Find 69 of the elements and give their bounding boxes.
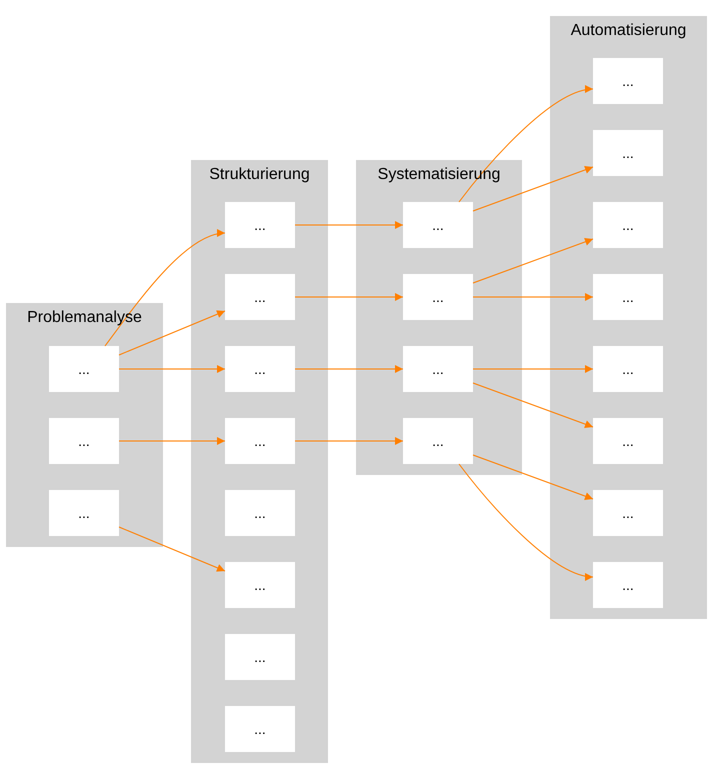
arrow	[118, 437, 226, 445]
box-label: ...	[254, 649, 266, 665]
process-box	[225, 274, 295, 320]
arrow	[294, 221, 404, 229]
group-title: Automatisierung	[570, 22, 688, 40]
arrow	[472, 365, 594, 373]
arrow	[294, 293, 404, 301]
process-box	[403, 418, 473, 464]
process-box	[49, 346, 119, 392]
box-label: ...	[254, 433, 266, 449]
arrow	[472, 454, 594, 500]
box-label: ...	[254, 217, 266, 233]
arrow	[104, 230, 226, 346]
process-box	[49, 490, 119, 536]
process-box	[225, 490, 295, 536]
box-label: ...	[622, 145, 634, 161]
box-label: ...	[622, 433, 634, 449]
box-label: ...	[254, 721, 266, 737]
box-label: ...	[622, 289, 634, 305]
process-box	[225, 706, 295, 752]
box-label: ...	[254, 505, 266, 521]
process-box	[225, 562, 295, 608]
box-label: ...	[432, 289, 444, 305]
box-label: ...	[78, 433, 90, 449]
arrow	[294, 365, 404, 373]
box-label: ...	[432, 217, 444, 233]
arrow	[118, 365, 226, 373]
arrow	[294, 437, 404, 445]
arrow	[458, 86, 594, 202]
box-label: ...	[622, 217, 634, 233]
group-panel	[356, 160, 522, 475]
group-panel	[6, 303, 163, 547]
process-box	[225, 346, 295, 392]
process-box	[593, 274, 663, 320]
arrow	[472, 382, 594, 428]
box-label: ...	[254, 577, 266, 593]
process-box	[593, 418, 663, 464]
process-box	[403, 346, 473, 392]
box-label: ...	[622, 505, 634, 521]
process-box	[403, 274, 473, 320]
process-box	[593, 202, 663, 248]
box-label: ...	[622, 577, 634, 593]
box-label: ...	[622, 73, 634, 89]
process-box	[593, 490, 663, 536]
group-panel	[191, 160, 328, 763]
arrow	[118, 526, 226, 572]
box-label: ...	[432, 361, 444, 377]
arrow	[118, 310, 226, 356]
arrow	[472, 238, 594, 284]
box-label: ...	[254, 289, 266, 305]
box-label: ...	[622, 361, 634, 377]
process-box	[403, 202, 473, 248]
process-box	[593, 562, 663, 608]
box-label: ...	[254, 361, 266, 377]
process-box	[593, 58, 663, 104]
box-label: ...	[78, 505, 90, 521]
arrow	[472, 293, 594, 301]
process-box	[593, 130, 663, 176]
process-box	[593, 346, 663, 392]
process-box	[49, 418, 119, 464]
box-label: ...	[432, 433, 444, 449]
group-panel	[550, 16, 707, 619]
arrow	[472, 166, 594, 212]
box-label: ...	[78, 361, 90, 377]
process-box	[225, 202, 295, 248]
group-title: Strukturierung	[208, 166, 311, 184]
process-box	[225, 634, 295, 680]
process-box	[225, 418, 295, 464]
arrow	[458, 464, 594, 580]
